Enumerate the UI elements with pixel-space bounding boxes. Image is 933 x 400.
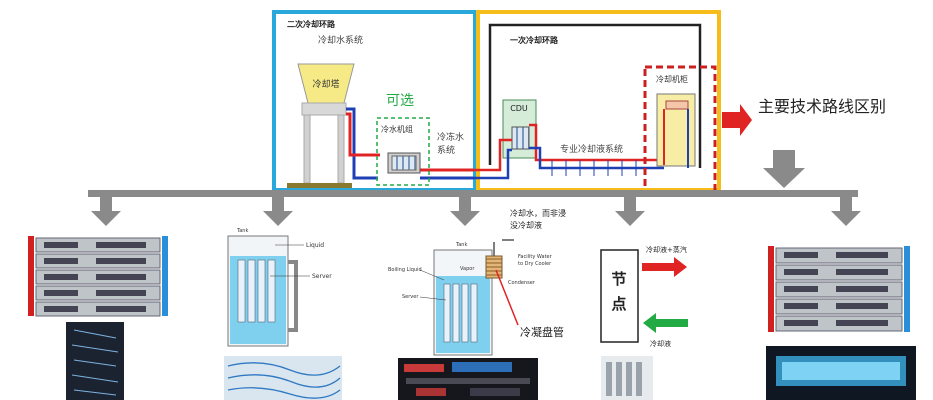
tank2-vapor-label: Vapor xyxy=(460,266,475,272)
primary-drop-lines xyxy=(551,160,637,176)
chilled-water-label-2: 系统 xyxy=(437,144,455,156)
cooling-cabinet-label: 冷却机柜 xyxy=(656,74,688,84)
bus-down-arrow-icon xyxy=(763,150,805,188)
cdu-heat-exchanger-icon xyxy=(511,126,530,150)
dedicated-coolant-system-label: 专业冷却液系统 xyxy=(560,143,623,155)
cooling-tower-basin xyxy=(301,102,347,116)
primary-loop-title: 一次冷却环路 xyxy=(510,35,559,45)
tank2-photo-detail xyxy=(404,362,530,396)
rack-servers-left xyxy=(28,236,168,317)
chiller-label: 冷水机组 xyxy=(381,124,413,134)
cooling-water-system-label: 冷却水系统 xyxy=(318,34,363,46)
tank1-photo-detail xyxy=(227,362,341,399)
primary-hot-line xyxy=(529,123,664,162)
coil-label: 冷凝盘管 xyxy=(520,325,564,339)
tank2-boiling-leader xyxy=(419,269,445,281)
rack-photo-left xyxy=(66,322,124,400)
tank2-callout-2: 没冷却液 xyxy=(510,220,542,230)
cooling-tower-leg-right xyxy=(337,114,345,184)
tank2-server-leader xyxy=(419,296,447,301)
cdu-hot-in xyxy=(474,138,512,172)
chilled-water-label-1: 冷冻水 xyxy=(437,131,464,143)
cdu-cold-in xyxy=(474,148,512,180)
node-in-arrow-icon xyxy=(643,313,688,333)
node-label-2: 点 xyxy=(611,295,626,313)
cdu-label: CDU xyxy=(510,104,528,113)
node-label-1: 节 xyxy=(611,270,626,288)
branch-arrow-1-icon xyxy=(91,197,121,226)
secondary-hot-pipe-a xyxy=(346,112,380,157)
cooling-tower-base xyxy=(287,183,352,188)
node-in-label: 冷却液 xyxy=(650,339,671,348)
cooling-tower-leg-left xyxy=(303,114,311,184)
tank2-server-label: Server xyxy=(402,294,419,300)
main-route-arrow-icon xyxy=(722,104,752,136)
rack-servers-right xyxy=(768,246,910,332)
node-out-label: 冷却液+蒸汽 xyxy=(646,245,687,254)
chiller-grille xyxy=(391,155,417,171)
optional-chiller-box xyxy=(376,117,430,186)
node-out-arrow-icon xyxy=(642,257,687,277)
secondary-loop-title: 二次冷却环路 xyxy=(287,19,336,29)
facility-water-pipe xyxy=(493,239,514,256)
tank2-facility-water-2: to Dry Cooler xyxy=(518,261,552,267)
coil-callout-line xyxy=(495,269,519,326)
branch-arrow-5-icon xyxy=(831,197,861,226)
tank1-photo xyxy=(224,356,342,400)
gray-distribution-bus xyxy=(88,190,858,197)
cooling-tower-label: 冷却塔 xyxy=(312,78,339,90)
node-photo-detail xyxy=(606,362,642,396)
condenser-coil-icon xyxy=(485,255,503,279)
secondary-cold-pipe xyxy=(346,107,378,180)
node-box xyxy=(600,249,639,343)
main-route-label: 主要技术路线区别 xyxy=(758,97,886,116)
tank1-label: Tank xyxy=(236,228,248,234)
branch-arrow-3-icon xyxy=(450,197,480,226)
rack-photo-left-cables xyxy=(71,329,119,396)
tank2-label: Tank xyxy=(455,242,467,248)
primary-cold-line xyxy=(529,146,664,170)
tank2-server-blades xyxy=(443,283,478,343)
tank2-boiling-liquid-label: Boiling Liquid xyxy=(388,267,422,273)
tank1-server-label: Server xyxy=(312,273,332,280)
rack-photo-right-detail xyxy=(782,362,900,380)
branch-arrow-4-icon xyxy=(615,197,645,226)
tank1-liquid-label: Liquid xyxy=(306,242,324,249)
branch-arrows xyxy=(91,197,861,226)
tank2-callout-1: 冷却水，而非浸 xyxy=(510,208,566,218)
branch-arrow-2-icon xyxy=(263,197,293,226)
optional-label: 可选 xyxy=(386,93,414,109)
tank2-condenser-label: Condenser xyxy=(508,280,536,286)
tank1-return-pipe xyxy=(288,260,298,332)
cabinet-module-icon xyxy=(665,100,689,110)
tank1-server-blades xyxy=(237,259,276,323)
primary-loop-outline xyxy=(488,23,702,168)
tank2-facility-water-1: Facility Water xyxy=(518,254,553,260)
